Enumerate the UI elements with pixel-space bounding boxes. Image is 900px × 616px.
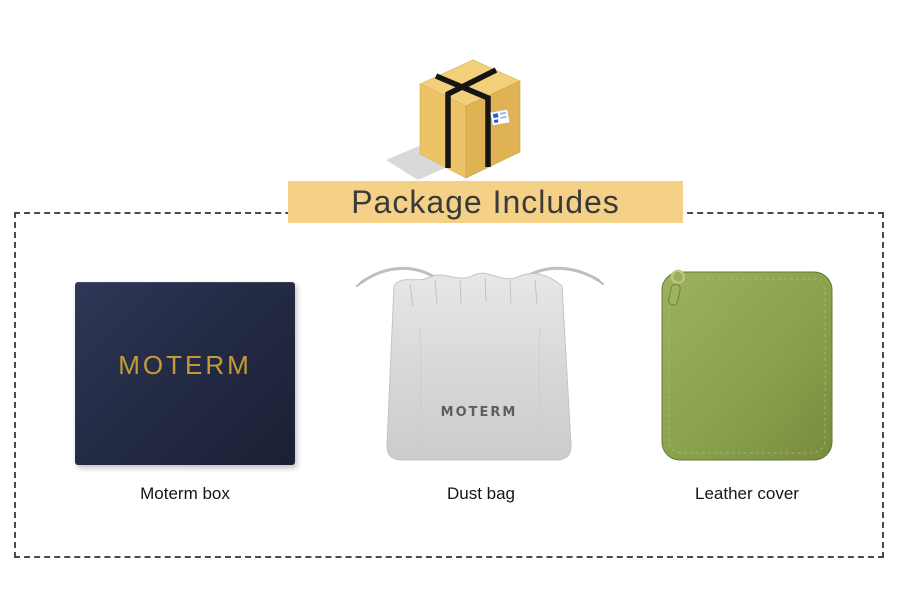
package-contents-panel: MOTERM Moterm box MOTERM Dust bag [14, 212, 884, 558]
moterm-box-imprint: MOTERM [118, 350, 252, 380]
title-banner: Package Includes [288, 181, 683, 223]
moterm-box-photo: MOTERM [75, 282, 295, 465]
zipper-pull-icon [668, 269, 686, 306]
leather-cover-photo [661, 269, 833, 461]
package-box-icon [386, 59, 521, 180]
title-banner-text: Package Includes [351, 183, 620, 220]
bag-body [386, 272, 572, 461]
cover-stitching [668, 278, 826, 454]
cover-body [661, 271, 833, 461]
cord-ends [356, 279, 604, 287]
shipping-label-icon [490, 109, 510, 126]
bag-folds [419, 327, 541, 449]
dust-bag-imprint: MOTERM [441, 405, 518, 420]
bag-gathers [409, 277, 538, 307]
dust-bag-photo: MOTERM [356, 266, 604, 461]
leather-cover-label: Leather cover [695, 484, 799, 503]
box-strap [434, 73, 491, 167]
box-right-face [465, 80, 521, 179]
box-strap [445, 67, 498, 168]
moterm-box-label: Moterm box [140, 484, 230, 503]
drawstring-cord [360, 266, 438, 284]
dust-bag-label: Dust bag [446, 484, 516, 503]
